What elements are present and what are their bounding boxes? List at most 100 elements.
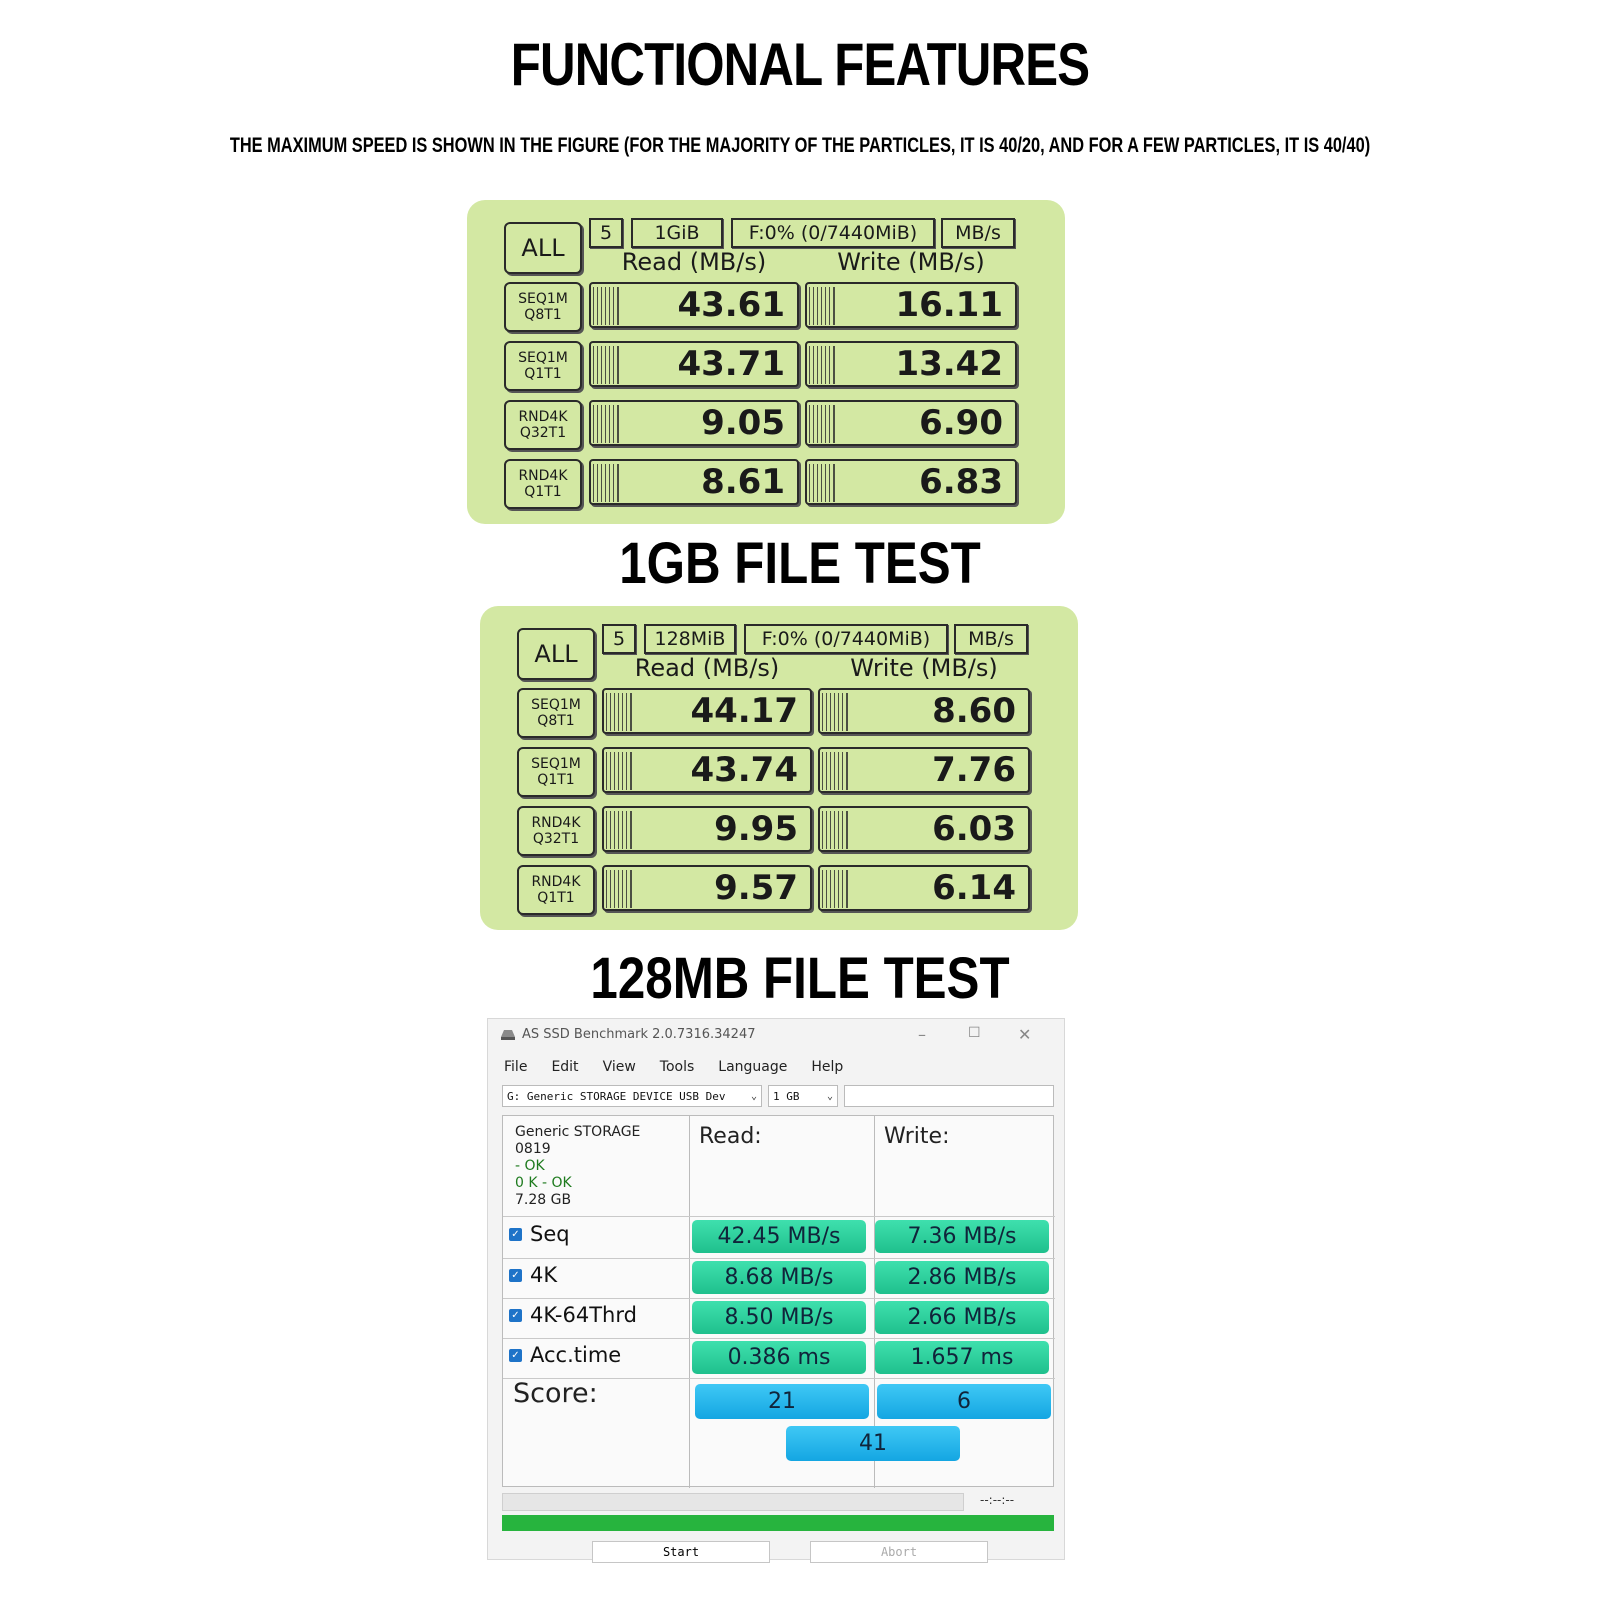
progress-meter <box>606 811 632 849</box>
drive-dropdown-value: G: Generic STORAGE DEVICE USB Dev <box>507 1090 726 1103</box>
row-label: Acc.time <box>530 1343 622 1367</box>
close-icon[interactable]: ✕ <box>1018 1025 1032 1044</box>
drive-info: Generic STORAGE 0819 - OK 0 K - OK 7.28 … <box>515 1124 640 1209</box>
write-header: Write: <box>884 1124 950 1149</box>
maximize-icon[interactable]: ☐ <box>968 1025 981 1041</box>
read-result-cell: 44.17 <box>602 688 812 734</box>
row-4k-64thrd[interactable]: ✓4K-64Thrd <box>509 1303 637 1327</box>
read-result-cell: 43.74 <box>602 747 812 793</box>
size-dropdown[interactable]: 1 GB⌄ <box>768 1085 838 1107</box>
unit-select[interactable]: MB/s <box>954 624 1028 654</box>
read-header: Read: <box>699 1124 762 1149</box>
read-result-cell: 8.61 <box>589 459 799 505</box>
start-button[interactable]: Start <box>592 1541 770 1563</box>
row-label: 4K <box>530 1263 558 1287</box>
write-result-cell: 7.76 <box>818 747 1030 793</box>
test-label-line1: SEQ1M <box>518 291 568 307</box>
capacity: 7.28 GB <box>515 1192 572 1208</box>
test-label-line2: Q8T1 <box>537 713 575 729</box>
checkbox-icon[interactable]: ✓ <box>509 1227 522 1241</box>
crystaldiskmark-panel-1gb: ALL 5 1GiB F:0% (0/7440MiB) MB/s Read (M… <box>467 200 1065 524</box>
row-seq[interactable]: ✓Seq <box>509 1222 570 1246</box>
score-total: 41 <box>786 1426 960 1461</box>
write-result-cell: 8.60 <box>818 688 1030 734</box>
read-value: 9.57 <box>714 868 798 908</box>
test-size-select[interactable]: 128MiB <box>644 624 736 654</box>
progress-meter <box>606 752 632 790</box>
results-grid: Generic STORAGE 0819 - OK 0 K - OK 7.28 … <box>502 1115 1055 1488</box>
write-value: 7.76 <box>932 750 1016 790</box>
write-result: 1.657 ms <box>875 1341 1049 1374</box>
write-result: 7.36 MB/s <box>875 1220 1049 1253</box>
score-write: 6 <box>877 1384 1051 1419</box>
test-label-line2: Q8T1 <box>524 307 562 323</box>
firmware: 0819 <box>515 1141 551 1157</box>
read-value: 9.95 <box>714 809 798 849</box>
write-result: 2.66 MB/s <box>875 1301 1049 1334</box>
test-label-line1: RND4K <box>531 874 581 890</box>
test-label-line2: Q1T1 <box>537 890 575 906</box>
drive-dropdown[interactable]: G: Generic STORAGE DEVICE USB Dev ⌄ <box>502 1085 762 1107</box>
divider <box>689 1116 690 1488</box>
progress-meter <box>593 405 619 443</box>
drive-name: Generic STORAGE <box>515 1124 641 1140</box>
progress-meter <box>593 287 619 325</box>
test-size-select[interactable]: 1GiB <box>631 218 723 248</box>
drive-select[interactable]: F:0% (0/7440MiB) <box>744 624 948 654</box>
divider <box>503 1216 1055 1217</box>
write-header: Write (MB/s) <box>850 654 998 682</box>
progress-meter <box>593 346 619 384</box>
divider <box>503 1258 1055 1259</box>
as-ssd-window: AS SSD Benchmark 2.0.7316.34247 – ☐ ✕ Fi… <box>487 1018 1065 1563</box>
menu-view[interactable]: View <box>602 1059 636 1075</box>
checkbox-icon[interactable]: ✓ <box>509 1348 522 1362</box>
checkbox-icon[interactable]: ✓ <box>509 1308 522 1322</box>
read-value: 43.71 <box>677 344 785 384</box>
status-bar <box>502 1515 1054 1531</box>
menu-edit[interactable]: Edit <box>551 1059 579 1075</box>
read-result: 8.68 MB/s <box>692 1261 866 1294</box>
all-button[interactable]: ALL <box>504 222 582 274</box>
write-value: 6.83 <box>919 462 1003 502</box>
checkbox-icon[interactable]: ✓ <box>509 1268 522 1282</box>
read-result-cell: 9.95 <box>602 806 812 852</box>
menu-bar: File Edit View Tools Language Help <box>504 1059 843 1075</box>
minimize-icon[interactable]: – <box>918 1025 926 1044</box>
chevron-down-icon: ⌄ <box>750 1091 757 1102</box>
drive-select[interactable]: F:0% (0/7440MiB) <box>731 218 935 248</box>
test-label-line2: Q32T1 <box>519 425 567 441</box>
abort-button[interactable]: Abort <box>810 1541 988 1563</box>
menu-tools[interactable]: Tools <box>659 1059 695 1075</box>
test-count-select[interactable]: 5 <box>602 624 636 654</box>
row-4k[interactable]: ✓ 4K <box>509 1263 557 1287</box>
progress-meter <box>822 752 848 790</box>
window-title: AS SSD Benchmark 2.0.7316.34247 <box>522 1027 756 1042</box>
row-acc-time[interactable]: ✓ Acc.time <box>509 1343 621 1367</box>
test-label-line2: Q1T1 <box>524 484 562 500</box>
elapsed-time: --:--:-- <box>980 1493 1015 1507</box>
unit-select[interactable]: MB/s <box>941 218 1015 248</box>
test-count-select[interactable]: 5 <box>589 218 623 248</box>
score-read: 21 <box>695 1384 869 1419</box>
menu-help[interactable]: Help <box>811 1059 844 1075</box>
test-label-line2: Q1T1 <box>537 772 575 788</box>
menu-file[interactable]: File <box>504 1059 528 1075</box>
crystaldiskmark-panel-128mb: ALL 5 128MiB F:0% (0/7440MiB) MB/s Read … <box>480 606 1078 930</box>
write-result-cell: 6.90 <box>805 400 1017 446</box>
menu-language[interactable]: Language <box>718 1059 788 1075</box>
write-header: Write (MB/s) <box>837 248 985 276</box>
test-label-line1: SEQ1M <box>531 756 581 772</box>
chevron-down-icon: ⌄ <box>826 1091 833 1102</box>
progress-meter <box>809 405 835 443</box>
write-result-cell: 16.11 <box>805 282 1017 328</box>
all-button[interactable]: ALL <box>517 628 595 680</box>
read-value: 9.05 <box>701 403 785 443</box>
